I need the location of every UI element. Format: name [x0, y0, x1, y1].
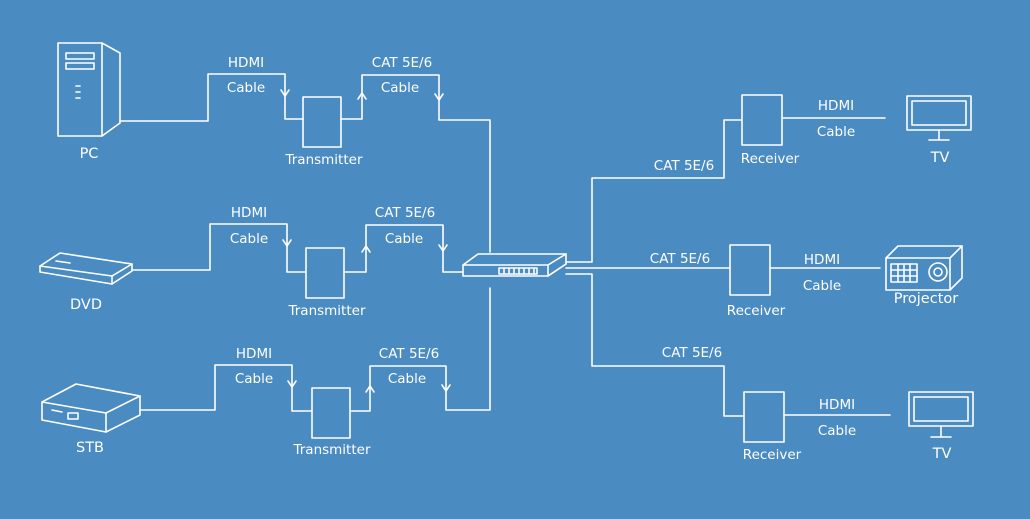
projector-label: Projector	[893, 291, 959, 307]
dvd-hdmi-cable-label: Cable	[229, 231, 269, 247]
stb-hdmi-label: HDMI	[235, 346, 273, 362]
pc-hdmi-label: HDMI	[227, 55, 265, 71]
cat-cable-to-receiver-1	[565, 119, 743, 263]
pc-icon	[57, 42, 121, 137]
cable-label-tv-bottom: Cable	[817, 423, 857, 439]
pc-label: PC	[79, 146, 99, 162]
tv-top-icon	[906, 95, 972, 141]
cable-label-projector: Cable	[802, 278, 842, 294]
tv-bottom-label: TV	[932, 446, 952, 462]
receiver-2-label: Receiver	[726, 303, 786, 319]
receiver-2-box	[729, 244, 771, 296]
cat-cable-to-receiver-3	[565, 273, 745, 417]
dvd-cat-cable-label: Cable	[384, 231, 424, 247]
pc-cat-cable	[340, 93, 363, 120]
receiver-3-box	[743, 391, 785, 443]
stb-cat-label: CAT 5E/6	[378, 346, 440, 362]
cable-label-tv-top: Cable	[816, 124, 856, 140]
dvd-hdmi-label: HDMI	[230, 205, 268, 221]
dvd-label: DVD	[70, 297, 102, 313]
hdmi-label-tv-bottom: HDMI	[818, 397, 856, 413]
receiver-1-label: Receiver	[740, 151, 800, 167]
stb-icon	[41, 383, 141, 433]
stb-cat-cable-label: Cable	[387, 371, 427, 387]
transmitter-3-label: Transmitter	[293, 442, 371, 458]
transmitter-2-label: Transmitter	[288, 303, 366, 319]
pc-cat-cable-label: Cable	[380, 80, 420, 96]
transmitter-1-label: Transmitter	[285, 152, 363, 168]
cat-label-receiver-1: CAT 5E/6	[653, 158, 715, 174]
dvd-cat-cable	[343, 246, 367, 273]
projector-icon	[885, 245, 963, 291]
stb-label: STB	[75, 440, 105, 456]
transmitter-1-box	[302, 96, 342, 148]
dvd-cat-label: CAT 5E/6	[374, 205, 436, 221]
pc-hdmi-cable	[119, 73, 286, 122]
dvd-hdmi-cable	[131, 223, 288, 271]
dvd-icon	[39, 252, 133, 285]
pc-cat-label: CAT 5E/6	[371, 55, 433, 71]
hdmi-label-tv-top: HDMI	[817, 98, 855, 114]
network-switch-icon	[462, 253, 567, 277]
stb-cat-cable	[349, 386, 371, 412]
receiver-3-label: Receiver	[742, 447, 802, 463]
transmitter-2-box	[305, 247, 345, 299]
stb-hdmi-cable	[139, 364, 293, 411]
tv-top-label: TV	[930, 150, 950, 166]
cat-label-receiver-2: CAT 5E/6	[649, 251, 711, 267]
stb-hdmi-cable-label: Cable	[234, 371, 274, 387]
transmitter-3-box	[311, 387, 351, 439]
tv-bottom-icon	[908, 391, 974, 438]
hdmi-label-projector: HDMI	[803, 252, 841, 268]
pc-hdmi-cable-label: Cable	[226, 80, 266, 96]
receiver-1-box	[741, 94, 783, 146]
cat-label-receiver-3: CAT 5E/6	[661, 345, 723, 361]
